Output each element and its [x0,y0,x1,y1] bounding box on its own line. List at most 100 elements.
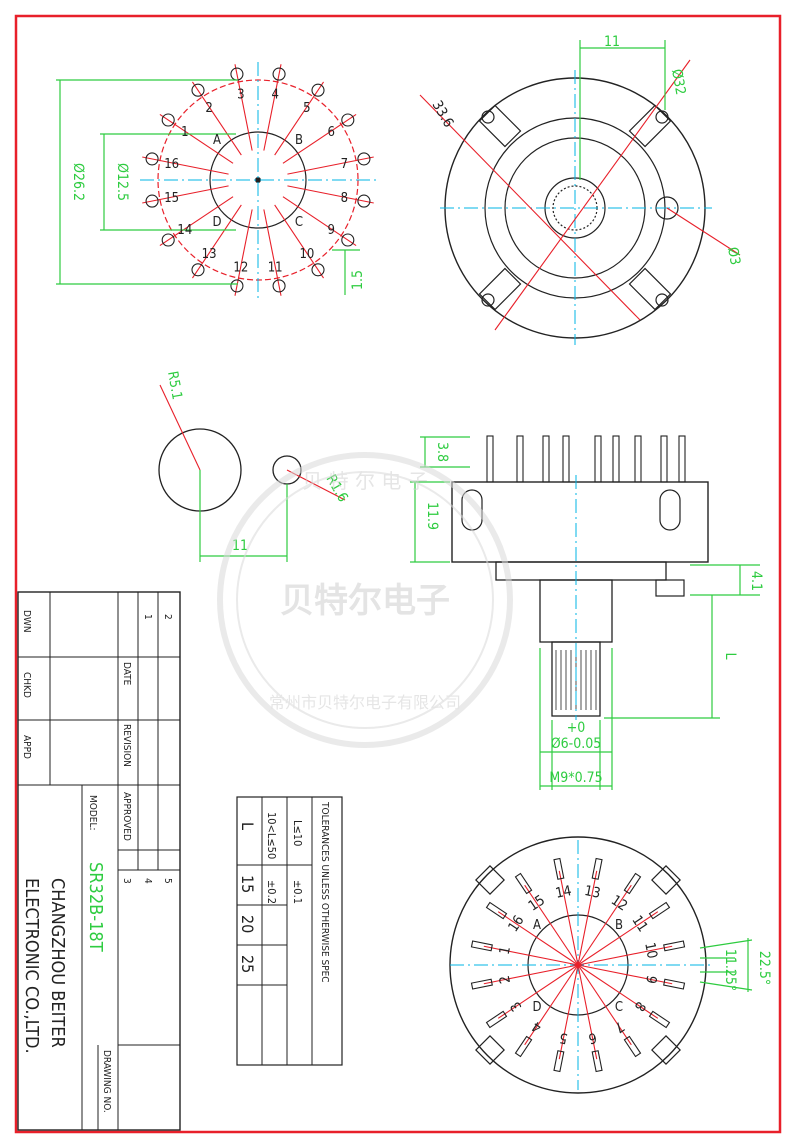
bv-terminal-tab [485,901,508,920]
bv-position-label: 12 [608,892,630,914]
tol-l-label: L [238,822,257,830]
tolerance-table: TOLERANCES UNLESS OTHERWISE SPEC L≤10 ±0… [236,796,343,1066]
bv-terminal [623,1035,642,1058]
tol-l-25: 25 [238,955,257,973]
bv-terminal-tab [485,1010,508,1029]
bv-terminal-tab [623,1035,642,1058]
bv-position-label: 7 [611,1018,627,1036]
rv-dim-hole: Ø3 [724,246,743,266]
bv-position-label: 9 [642,974,659,985]
watermark-bottom: 常州市贝特尔电子有限公司 [269,693,461,712]
tb-company-2: ELECTRONIC CO.,LTD. [21,878,42,1054]
fv-ray [274,204,325,279]
tol-heading: TOLERANCES UNLESS OTHERWISE SPEC [319,801,330,983]
bv-terminal-tab [514,1035,533,1058]
sv-terminal-pin [634,435,642,483]
bv-position-label: 5 [558,1029,569,1046]
tol-row2-range: 10<L≤50 [265,812,278,859]
fv-position-label: 9 [327,223,334,238]
sv-terminal-pin [660,435,668,483]
bv-terminal-tab [648,901,671,920]
bv-terminal [485,1010,508,1029]
bv-ray [558,870,579,966]
fv-ray [263,64,282,151]
cutout-spacing: 11 [232,538,248,554]
fv-pitch: 1.5 [350,270,366,290]
sv-stop-pin [655,579,685,597]
fv-terminal [357,152,371,166]
fv-position-label: 12 [233,260,248,275]
tb-model-label: MODEL: [87,795,98,831]
bv-terminal-tab [553,1050,565,1073]
tb-approved: APPROVED [121,792,132,841]
fv-ray [234,209,253,296]
fv-pole-letter: A [213,133,221,148]
bv-ray [577,945,673,966]
fv-ray [159,113,234,164]
fv-dia-outer: Ø26.2 [70,163,86,201]
sv-thread: M9*0.75 [549,770,602,786]
side-view: 3.8 11.9 4.1 L +0 Ø6-0.05 M9*0.75 [410,435,764,790]
bv-terminal [470,940,493,952]
bv-pole-letter: A [533,918,541,933]
tol-l-15: 15 [238,875,257,893]
fv-position-label: 15 [164,191,179,206]
bv-position-label: 1 [497,945,514,956]
fv-ray [191,204,242,279]
fv-terminal [161,233,175,247]
sheet-border [14,14,782,1134]
bv-pole-letter: C [615,1000,623,1015]
fv-terminal [230,279,244,293]
fv-terminal [272,67,286,81]
tol-l-20: 20 [238,915,257,933]
tb-rev-1: 1 [142,614,153,620]
bv-position-label: 11 [628,913,650,935]
fv-ray [287,156,374,175]
bv-ray [577,964,673,985]
fv-pole-letter: D [212,215,221,230]
fv-dia-inner: Ø12.5 [114,163,130,201]
bv-ray [577,964,632,1046]
fv-position-label: 4 [271,88,278,103]
fv-ray [191,81,242,156]
fv-position-label: 5 [303,101,310,116]
sv-terminal-pin [678,435,686,483]
bv-terminal-tab [514,872,533,895]
bv-terminal [514,1035,533,1058]
sv-base [495,561,667,581]
fv-ray [263,209,282,296]
tb-dwn: DWN [21,610,32,633]
bv-angle-1: 22.5° [756,951,772,985]
tol-row2-tol: ±0.2 [265,880,278,904]
bv-ray [577,884,632,966]
bv-terminal-tab [553,857,565,880]
sv-shaft-length: L [722,652,738,659]
rv-dim-width: 11 [604,34,620,50]
bv-terminal [663,940,686,952]
bv-position-label: 6 [587,1029,598,1046]
tb-appd: APPD [21,735,32,759]
tb-rev-5: 5 [162,878,173,884]
bv-ray [497,964,579,1019]
sv-terminal-pin [562,435,570,483]
bv-ray [577,870,598,966]
tol-row1-range: L≤10 [291,820,304,846]
bv-terminal [514,872,533,895]
bv-position-label: 14 [554,883,573,902]
fv-ray [274,81,325,156]
fv-terminal [272,279,286,293]
sv-tol-upper: +0 [567,720,586,736]
bv-pole-letter: B [615,918,623,933]
fv-position-label: 13 [202,247,217,262]
watermark-main: 贝特尔电子 [280,581,450,621]
bv-position-label: 10 [641,941,660,960]
bv-terminal-tab [663,940,686,952]
fv-pole-letter: C [295,215,303,230]
fv-ray [142,185,229,204]
bv-position-label: 3 [508,998,526,1014]
fv-ray [287,185,374,204]
bv-terminal-tab [470,940,493,952]
fv-terminal [161,113,175,127]
tb-model: SR32B-18T [85,862,106,952]
sv-terminal-pin [486,435,494,483]
